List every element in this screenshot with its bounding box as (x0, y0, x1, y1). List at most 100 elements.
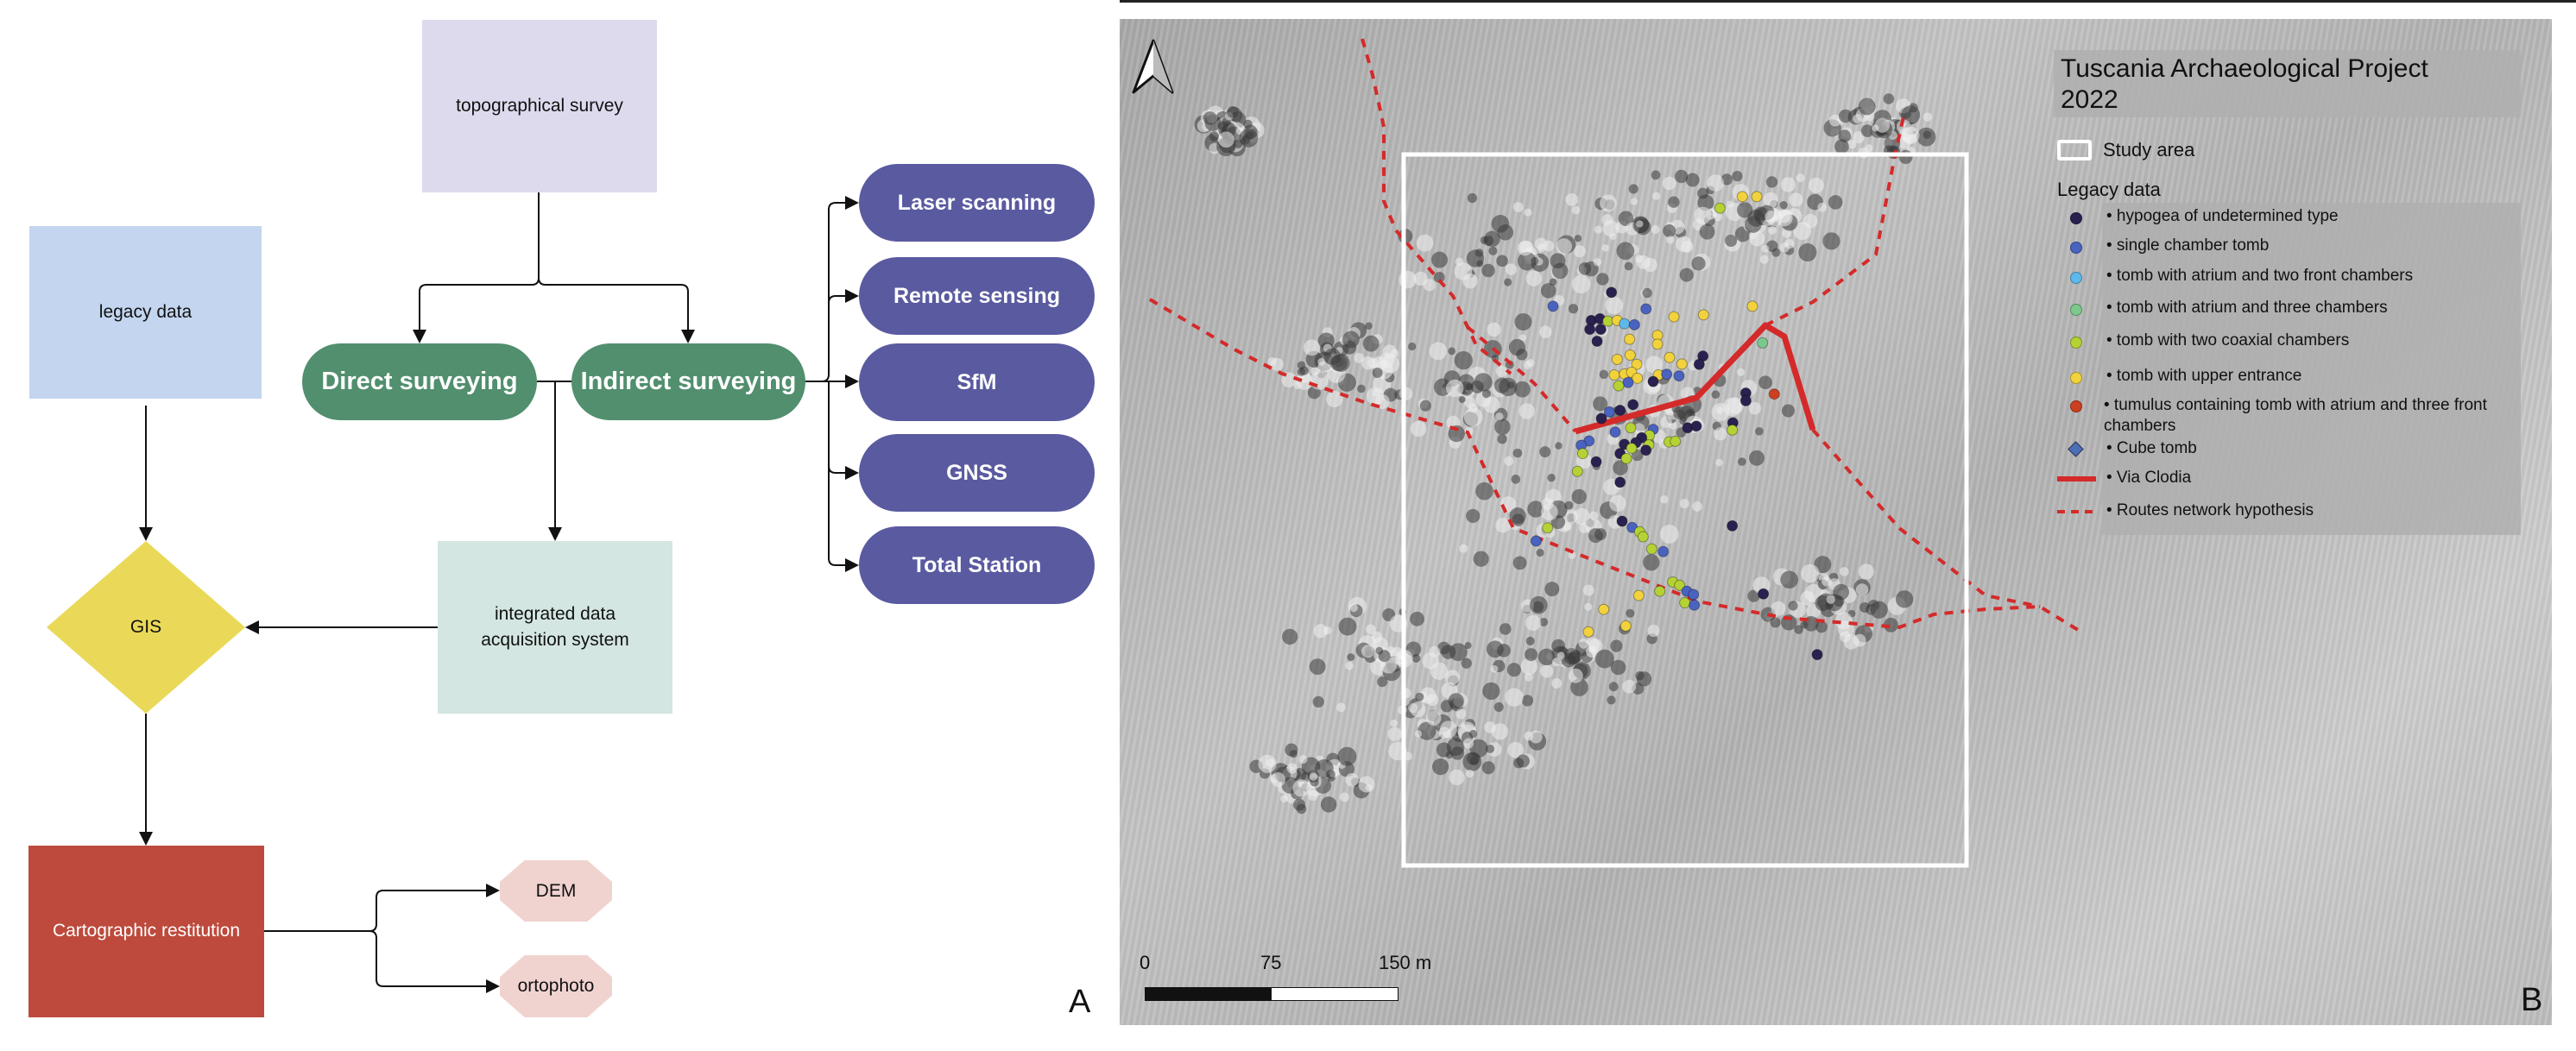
legend-dot-icon (2070, 400, 2082, 412)
site-point-hypogea[interactable] (1614, 404, 1626, 416)
site-point-two-coaxial[interactable] (1602, 315, 1614, 327)
scale-bar-white-segment (1272, 988, 1398, 1000)
terrain-feature (1564, 500, 1574, 510)
site-point-tumulus[interactable] (1768, 388, 1780, 400)
site-point-upper-entrance[interactable] (1651, 338, 1664, 350)
site-point-upper-entrance[interactable] (1632, 372, 1644, 384)
terrain-feature (1517, 240, 1533, 256)
terrain-feature (1694, 206, 1712, 224)
terrain-feature (1323, 626, 1332, 635)
site-point-hypogea[interactable] (1595, 412, 1607, 425)
terrain-feature (1601, 244, 1609, 252)
site-point-hypogea[interactable] (1811, 649, 1823, 661)
site-point-single-chamber[interactable] (1609, 426, 1621, 438)
site-point-hypogea[interactable] (1758, 588, 1770, 600)
site-point-hypogea[interactable] (1739, 394, 1752, 406)
site-point-single-chamber[interactable] (1530, 535, 1542, 547)
scale-label-75: 75 (1260, 952, 1282, 973)
site-point-single-chamber[interactable] (1547, 300, 1559, 312)
site-point-upper-entrance[interactable] (1668, 311, 1680, 323)
terrain-feature (1788, 601, 1798, 611)
terrain-feature (1663, 224, 1676, 238)
site-point-hypogea[interactable] (1647, 375, 1659, 387)
site-point-upper-entrance[interactable] (1676, 358, 1688, 370)
site-point-hypogea[interactable] (1606, 286, 1618, 299)
terrain-feature (1748, 450, 1765, 466)
site-point-upper-entrance[interactable] (1697, 309, 1709, 321)
site-point-hypogea[interactable] (1693, 358, 1705, 370)
site-point-two-coaxial[interactable] (1613, 380, 1625, 392)
site-point-single-chamber[interactable] (1603, 406, 1615, 418)
site-point-single-chamber[interactable] (1661, 368, 1673, 381)
legend-item-label: • Via Clodia (2106, 469, 2192, 487)
terrain-feature (1292, 779, 1310, 797)
terrain-feature (1218, 131, 1234, 148)
scale-label-0: 0 (1140, 952, 1151, 973)
site-point-upper-entrance[interactable] (1582, 626, 1594, 638)
legacy-data-box: legacy data (29, 226, 262, 399)
site-point-two-coaxial[interactable] (1645, 543, 1657, 555)
terrain-feature (1766, 240, 1778, 252)
site-point-hypogea[interactable] (1591, 335, 1603, 347)
site-point-two-coaxial[interactable] (1637, 531, 1649, 543)
site-point-single-chamber[interactable] (1640, 303, 1652, 315)
site-point-hypogea[interactable] (1594, 324, 1607, 336)
terrain-feature (1390, 719, 1398, 727)
site-point-upper-entrance[interactable] (1632, 589, 1645, 601)
site-point-two-coaxial[interactable] (1571, 465, 1583, 477)
site-point-two-coaxial[interactable] (1714, 202, 1726, 214)
site-point-two-coaxial[interactable] (1576, 448, 1588, 460)
site-point-two-coaxial[interactable] (1626, 442, 1638, 454)
site-point-hypogea[interactable] (1727, 519, 1739, 532)
site-point-hypogea[interactable] (1690, 420, 1702, 432)
site-point-upper-entrance[interactable] (1624, 333, 1636, 345)
site-point-two-coaxial[interactable] (1625, 422, 1637, 434)
site-point-single-chamber[interactable] (1688, 588, 1700, 601)
site-point-hypogea[interactable] (1590, 456, 1602, 468)
site-point-two-coaxial[interactable] (1670, 435, 1682, 447)
output-label: DEM (535, 880, 577, 901)
site-point-single-chamber[interactable] (1622, 376, 1634, 388)
output-ortophoto: ortophoto (500, 955, 612, 1017)
site-point-two-coaxial[interactable] (1654, 585, 1666, 597)
site-point-upper-entrance[interactable] (1608, 368, 1620, 381)
terrain-feature (1365, 624, 1376, 635)
site-point-atrium-two-front[interactable] (1619, 318, 1631, 330)
terrain-feature (1398, 270, 1417, 289)
site-point-upper-entrance[interactable] (1631, 358, 1643, 370)
site-point-two-coaxial[interactable] (1674, 579, 1686, 591)
site-point-upper-entrance[interactable] (1598, 603, 1610, 615)
site-point-upper-entrance[interactable] (1611, 354, 1623, 366)
site-point-two-coaxial[interactable] (1542, 522, 1554, 534)
site-point-upper-entrance[interactable] (1751, 191, 1763, 203)
site-point-atrium-three[interactable] (1757, 337, 1769, 349)
site-point-upper-entrance[interactable] (1619, 620, 1632, 632)
terrain-feature (1582, 584, 1594, 596)
site-point-single-chamber[interactable] (1628, 318, 1640, 330)
terrain-feature (1440, 721, 1457, 739)
terrain-feature (1923, 130, 1931, 139)
legend-items-panel (2102, 203, 2521, 535)
terrain-feature (1574, 235, 1582, 242)
site-point-hypogea[interactable] (1616, 515, 1628, 527)
legend-dot-icon (2070, 212, 2082, 224)
site-point-hypogea[interactable] (1584, 324, 1596, 336)
terrain-feature (1676, 236, 1692, 253)
site-point-two-coaxial[interactable] (1727, 424, 1739, 436)
site-point-upper-entrance[interactable] (1736, 191, 1748, 203)
site-point-hypogea[interactable] (1627, 399, 1639, 411)
site-point-single-chamber[interactable] (1673, 370, 1685, 382)
map-title-line2: 2022 (2061, 85, 2118, 114)
site-point-hypogea[interactable] (1640, 444, 1652, 456)
site-point-two-coaxial[interactable] (1679, 597, 1691, 609)
terrain-feature (1354, 352, 1365, 363)
site-point-hypogea[interactable] (1614, 476, 1626, 488)
site-point-single-chamber[interactable] (1689, 599, 1701, 611)
site-point-single-chamber[interactable] (1657, 545, 1670, 557)
site-point-upper-entrance[interactable] (1624, 349, 1636, 362)
site-point-upper-entrance[interactable] (1746, 300, 1758, 312)
terrain-feature (1551, 658, 1562, 667)
site-point-upper-entrance[interactable] (1664, 351, 1676, 363)
terrain-feature (1371, 631, 1383, 643)
site-point-two-coaxial[interactable] (1620, 452, 1632, 464)
